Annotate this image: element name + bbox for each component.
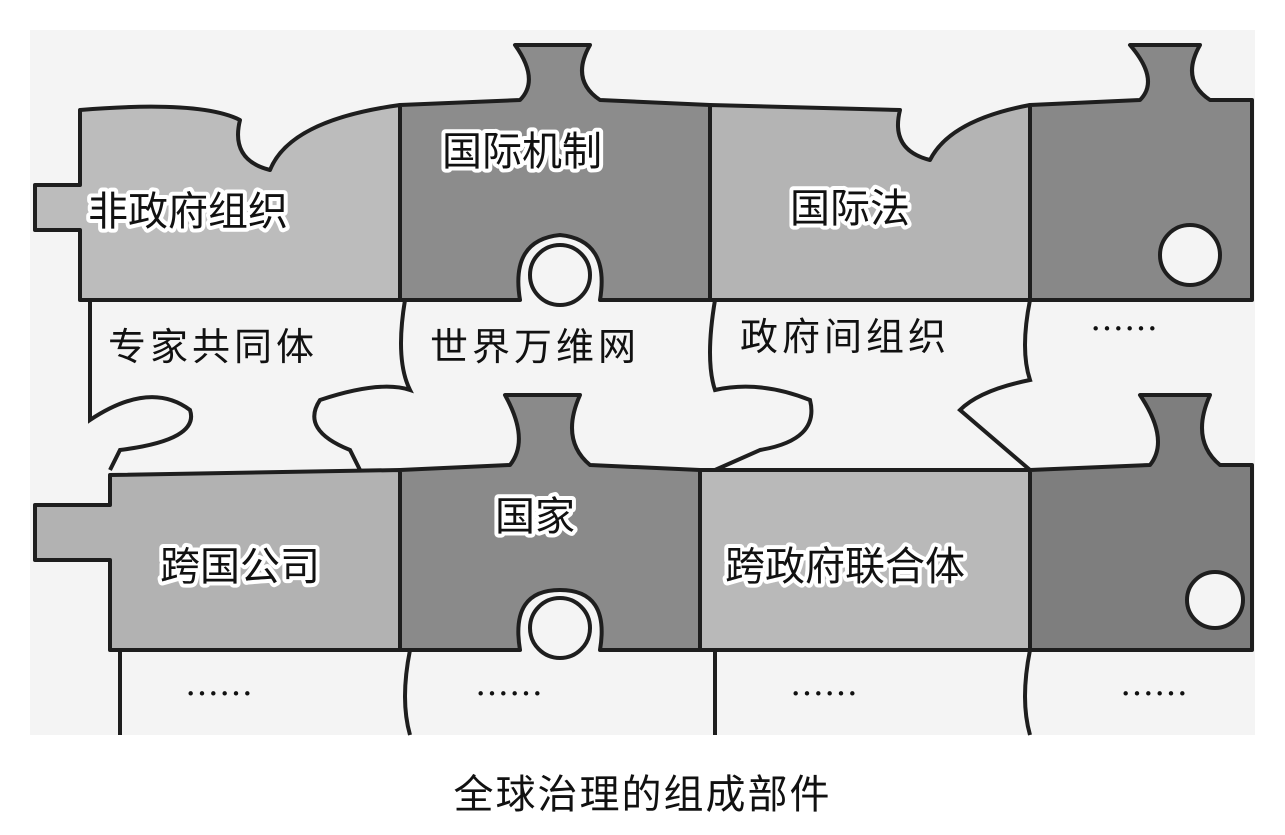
label-www: 世界万维网: [430, 325, 640, 369]
puzzle-notch: [1158, 223, 1222, 287]
puzzle-notch: [528, 596, 592, 660]
label-igo: 政府间组织: [740, 315, 950, 359]
puzzle-piece-ngo: [33, 103, 402, 302]
label-intl-law: 国际法: [790, 186, 910, 232]
figure-caption: 全球治理的组成部件: [453, 772, 832, 818]
label-more: ……: [475, 664, 543, 704]
puzzle-notch: [1185, 570, 1245, 630]
label-epistemic: 专家共同体: [108, 325, 318, 369]
puzzle-notch: [528, 243, 592, 307]
label-more: ……: [1120, 664, 1188, 704]
label-ngo: 非政府组织: [88, 189, 288, 235]
label-more: ……: [1090, 299, 1158, 339]
label-more: ……: [790, 664, 858, 704]
label-transgov: 跨政府联合体: [725, 544, 965, 590]
label-intl-regime: 国际机制: [442, 129, 602, 175]
label-state: 国家: [495, 494, 575, 540]
label-more: ……: [185, 664, 253, 704]
label-mnc: 跨国公司: [160, 544, 320, 590]
white-row-lines: [88, 299, 1033, 736]
puzzle-piece-intl-law: [708, 103, 1032, 302]
puzzle-piece-intl-regime: [398, 43, 712, 302]
